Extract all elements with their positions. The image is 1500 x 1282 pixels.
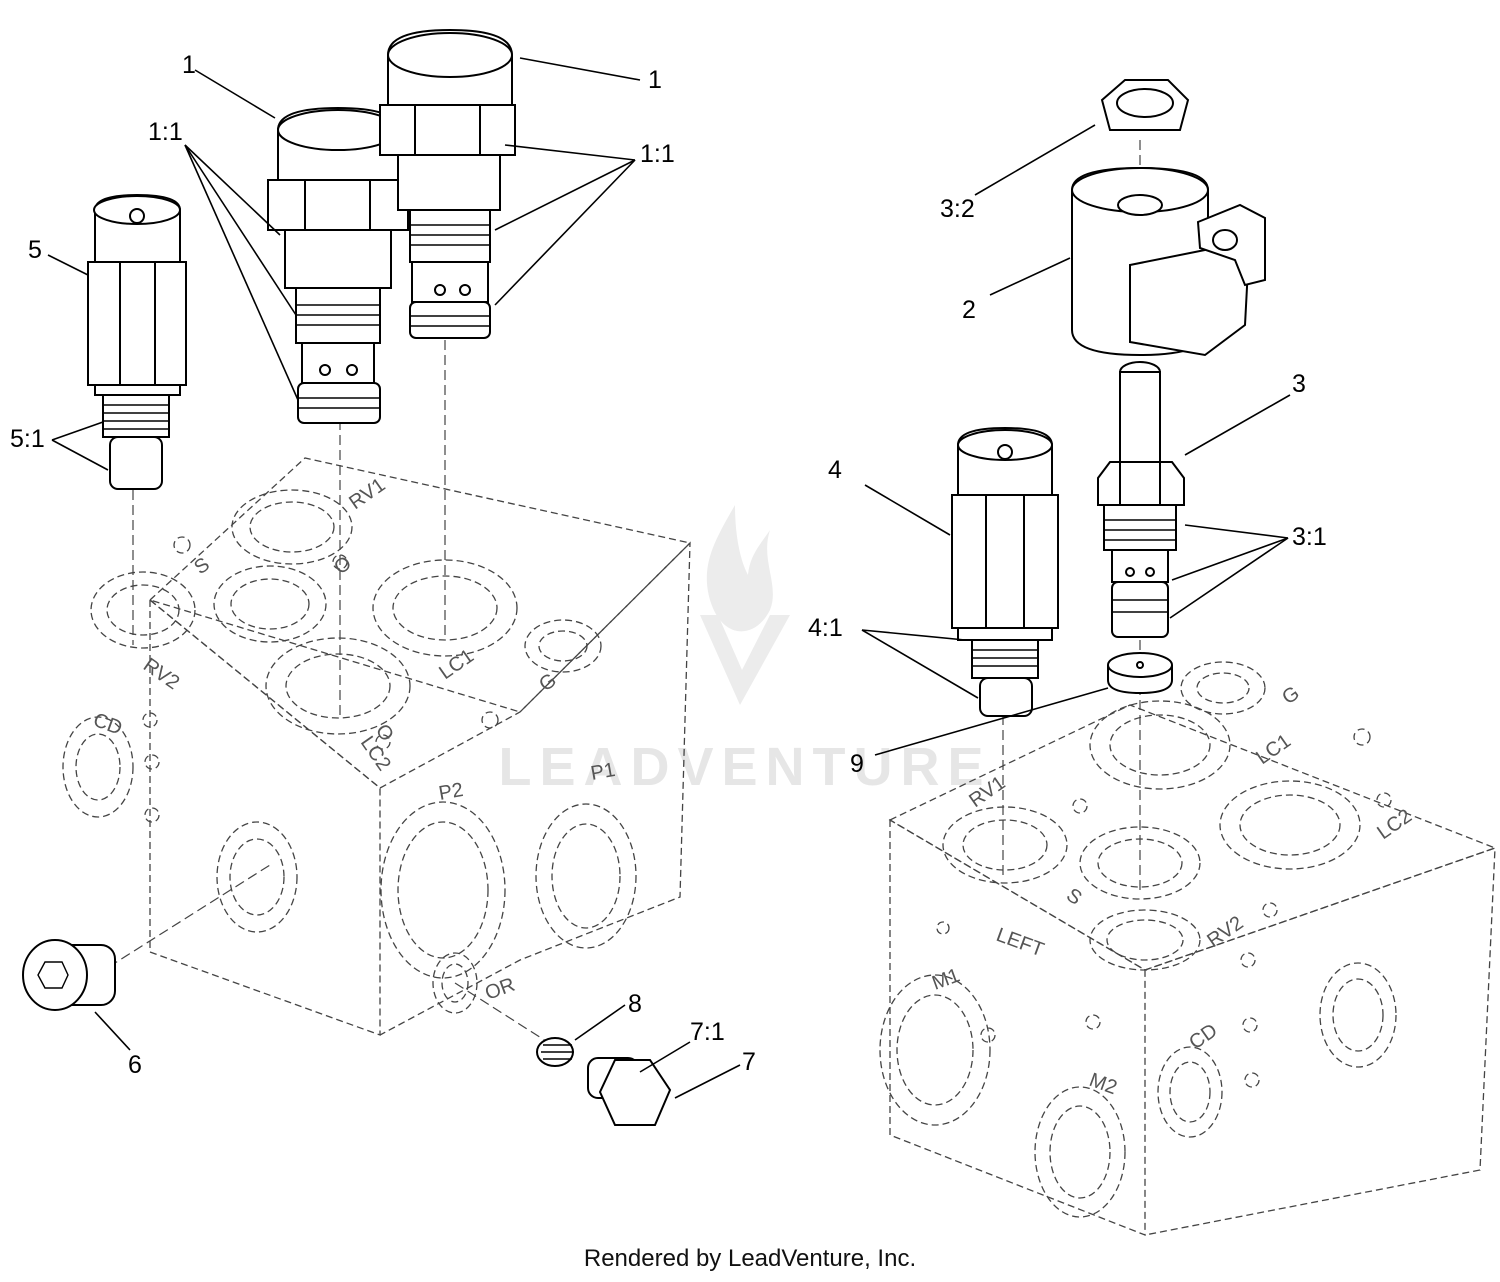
part-1-cartridge-front [267, 106, 409, 424]
callout-1-1-front: 1:1 [148, 118, 183, 146]
port-label-o-top: O [330, 552, 355, 579]
left-center-lines [95, 340, 561, 1051]
port-label-rv2-right: RV2 [1203, 912, 1247, 952]
port-label-s-right: S [1062, 884, 1086, 910]
port-label-g-right: G [1278, 682, 1303, 709]
port-label-rv2: RV2 [139, 654, 183, 694]
port-label-lc1: LC1 [435, 645, 478, 684]
callouts: 1 1 1:1 1:1 5 5:1 6 8 7:1 7 3:2 2 3 3:1 … [10, 51, 1327, 1079]
callout-8: 8 [628, 990, 642, 1018]
callout-7-1: 7:1 [690, 1018, 725, 1046]
port-label-m1: M1 [929, 965, 963, 995]
port-label-s: S [190, 553, 214, 579]
callout-1-1-rear: 1:1 [640, 140, 675, 168]
port-label-p2: P2 [437, 779, 465, 805]
callout-3-1: 3:1 [1292, 523, 1327, 551]
leader-lines [47, 57, 1291, 1099]
callout-1-front: 1 [182, 51, 196, 79]
flame-logo-icon [700, 505, 790, 705]
callout-4-1: 4:1 [808, 614, 843, 642]
callout-7: 7 [742, 1048, 756, 1076]
port-label-left: LEFT [993, 924, 1046, 961]
callout-6: 6 [128, 1051, 142, 1079]
port-label-cd: CD [90, 709, 125, 740]
part-2-solenoid-coil [1071, 166, 1266, 357]
callout-3-2: 3:2 [940, 195, 975, 223]
watermark-text: LEADVENTURE [498, 737, 991, 797]
port-label-lc1-right: LC1 [1252, 730, 1295, 769]
callout-5: 5 [28, 236, 42, 264]
part-3-2-nut [1100, 79, 1190, 131]
part-6-plug [22, 939, 116, 1011]
part-7-plug [587, 1057, 672, 1126]
part-3-valve-stem [1097, 361, 1185, 638]
port-label-m2: M2 [1086, 1069, 1120, 1099]
part-5-relief-valve [87, 193, 187, 490]
callout-5-1: 5:1 [10, 425, 45, 453]
callout-3: 3 [1292, 370, 1306, 398]
part-8-orifice [536, 1037, 574, 1067]
callout-1-rear: 1 [648, 66, 662, 94]
port-label-or: OR [482, 974, 518, 1005]
right-port-labels: G LC1 RV1 LC2 S RV2 LEFT M1 CD M2 [929, 682, 1416, 1099]
port-label-p1: P1 [589, 759, 617, 785]
port-label-rv1: RV1 [345, 474, 389, 514]
callout-2: 2 [962, 296, 976, 324]
port-label-cd-right: CD [1185, 1020, 1221, 1055]
part-1-cartridge-rear [379, 28, 516, 339]
callout-9: 9 [850, 750, 864, 778]
part-9-washer [1107, 652, 1173, 695]
port-label-g: G [535, 669, 560, 696]
left-manifold-block [62, 457, 692, 1036]
part-4-relief-valve [951, 426, 1059, 717]
callout-4: 4 [828, 456, 842, 484]
footer-credit: Rendered by LeadVenture, Inc. [583, 1245, 917, 1272]
leadventure-watermark: LEADVENTURE [498, 505, 991, 797]
port-label-lc2-right: LC2 [1373, 805, 1416, 844]
